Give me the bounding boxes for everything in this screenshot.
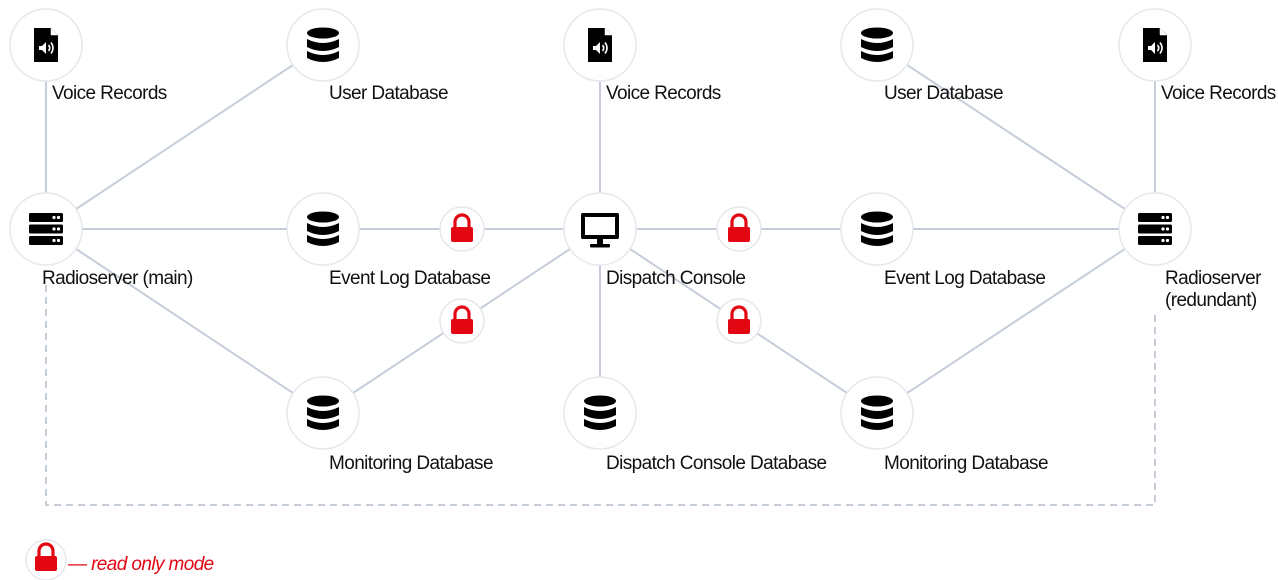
node-label: User Database: [329, 83, 448, 104]
lock-event-log-left: [439, 206, 485, 252]
database-icon: [584, 395, 616, 430]
database-icon: [861, 395, 893, 430]
link-monitoring-right-to-radioserver-redundant: [876, 228, 1156, 414]
node-label: User Database: [884, 83, 1003, 104]
node-label: Monitoring Database: [884, 453, 1048, 474]
node-user-db-right[interactable]: User Database: [840, 8, 1004, 104]
node-label: Dispatch Console Database: [606, 453, 827, 474]
database-icon: [307, 211, 339, 246]
node-label: Radioserver (main): [42, 268, 193, 289]
node-voice-records-left[interactable]: Voice Records: [9, 8, 167, 104]
node-monitoring-db-right[interactable]: Monitoring Database: [840, 376, 1049, 474]
node-user-db-left[interactable]: User Database: [286, 8, 449, 104]
node-label: Monitoring Database: [329, 453, 493, 474]
node-label: Event Log Database: [884, 268, 1045, 289]
link-user-db-left-to-radioserver-main: [45, 44, 324, 230]
database-icon: [861, 27, 893, 62]
node-dispatch-console-db[interactable]: Dispatch Console Database: [563, 376, 827, 474]
node-event-log-db-left[interactable]: Event Log Database: [286, 192, 491, 289]
link-user-db-right-to-radioserver-redundant: [876, 44, 1156, 230]
node-event-log-db-right[interactable]: Event Log Database: [840, 192, 1046, 289]
node-label: Event Log Database: [329, 268, 490, 289]
node-label-line2: (redundant): [1165, 290, 1257, 311]
lock-event-log-right: [716, 206, 762, 252]
legend: — read only mode: [25, 539, 214, 580]
database-icon: [307, 27, 339, 62]
audio-file-icon: [33, 27, 59, 63]
audio-file-icon: [587, 27, 613, 63]
audio-file-icon: [1142, 27, 1168, 63]
node-label: Voice Records: [52, 83, 167, 104]
legend-text: — read only mode: [67, 554, 214, 575]
node-label: Dispatch Console: [606, 268, 745, 289]
node-dispatch-console[interactable]: Dispatch Console: [563, 192, 746, 289]
node-label-line1: Radioserver: [1165, 268, 1262, 289]
database-icon: [307, 395, 339, 430]
node-radioserver-redundant[interactable]: Radioserver (redundant): [1118, 192, 1263, 311]
node-label: Voice Records: [1161, 83, 1276, 104]
link-radioserver-main-to-monitoring-left: [45, 228, 324, 414]
server-icon: [29, 213, 63, 245]
lock-monitoring-left: [439, 298, 485, 344]
server-icon: [1138, 213, 1172, 245]
lock-monitoring-right: [716, 298, 762, 344]
node-voice-records-center[interactable]: Voice Records: [563, 8, 721, 104]
node-voice-records-right[interactable]: Voice Records: [1118, 8, 1276, 104]
node-radioserver-main[interactable]: Radioserver (main): [9, 192, 194, 289]
link-radioserver-redundancy: [45, 285, 1156, 506]
node-label: Voice Records: [606, 83, 721, 104]
database-icon: [861, 211, 893, 246]
node-monitoring-db-left[interactable]: Monitoring Database: [286, 376, 494, 474]
